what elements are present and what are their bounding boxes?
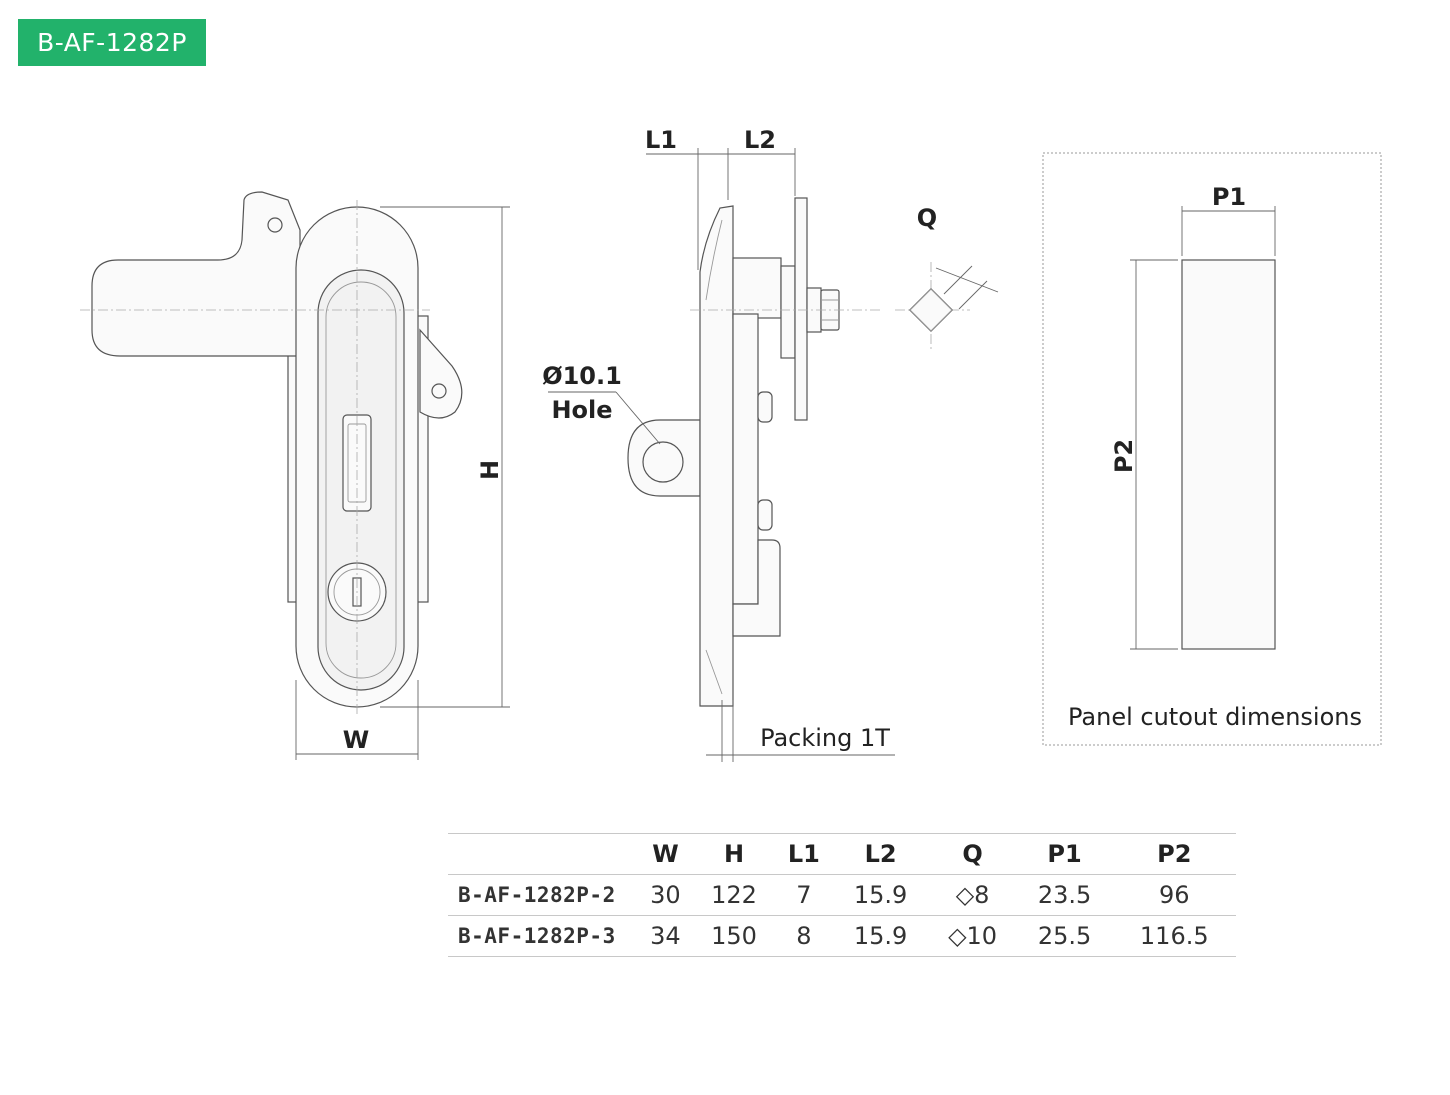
cell-p2: 116.5 xyxy=(1112,915,1236,957)
header-w: W xyxy=(638,833,693,875)
cell-h: 122 xyxy=(692,874,776,916)
side-upper-body xyxy=(732,257,782,319)
hole-diameter-label: Ø10.1 xyxy=(542,362,622,390)
cell-l2: 15.9 xyxy=(832,915,929,957)
square-drive-shape xyxy=(908,287,954,333)
table-row: B-AF-1282P-2 30 122 7 15.9 ◇8 23.5 96 xyxy=(448,874,1236,916)
front-left-tab xyxy=(91,191,301,357)
h-label: H xyxy=(476,460,504,480)
cell-w: 34 xyxy=(638,915,693,957)
cutout-rectangle xyxy=(1181,259,1276,650)
front-tab-hole xyxy=(267,217,283,233)
side-screw-2 xyxy=(757,499,773,531)
header-model xyxy=(448,833,638,875)
hole-label: Hole xyxy=(551,396,612,424)
packing-label: Packing 1T xyxy=(760,724,890,752)
header-p2: P2 xyxy=(1112,833,1236,875)
panel-cutout-view xyxy=(1042,152,1382,746)
header-l1: L1 xyxy=(775,833,833,875)
front-right-ear xyxy=(419,328,463,419)
header-p1: P1 xyxy=(1016,833,1113,875)
side-ring-hole xyxy=(642,441,684,483)
p2-label: P2 xyxy=(1110,439,1138,473)
spec-table-header: W H L1 L2 Q P1 P2 xyxy=(448,833,1236,875)
square-drive-view xyxy=(895,262,999,352)
w-label: W xyxy=(343,726,369,754)
side-screw-1 xyxy=(757,391,773,423)
cell-w: 30 xyxy=(638,874,693,916)
header-h: H xyxy=(692,833,776,875)
q-label: Q xyxy=(917,204,937,232)
row-model: B-AF-1282P-3 xyxy=(448,915,638,957)
header-q: Q xyxy=(928,833,1017,875)
product-title-badge: B-AF-1282P xyxy=(18,19,206,66)
panel-cutout-frame xyxy=(1042,152,1382,746)
side-bezel xyxy=(699,205,734,707)
cell-q: ◇10 xyxy=(928,915,1017,957)
p1-label: P1 xyxy=(1212,183,1246,211)
side-view xyxy=(548,148,895,762)
spec-table: W H L1 L2 Q P1 P2 B-AF-1282P-2 30 122 7 … xyxy=(448,833,1236,957)
l1-label: L1 xyxy=(645,126,677,154)
side-lower-body xyxy=(732,539,781,637)
l2-label: L2 xyxy=(744,126,776,154)
side-shaft xyxy=(780,265,796,359)
cell-p1: 25.5 xyxy=(1016,915,1113,957)
header-l2: L2 xyxy=(832,833,929,875)
cell-h: 150 xyxy=(692,915,776,957)
side-cam-plate xyxy=(794,197,808,421)
panel-cutout-caption: Panel cutout dimensions xyxy=(1068,703,1362,731)
cell-p1: 23.5 xyxy=(1016,874,1113,916)
front-view xyxy=(80,191,510,760)
side-main-body xyxy=(732,313,759,605)
cell-q: ◇8 xyxy=(928,874,1017,916)
row-model: B-AF-1282P-2 xyxy=(448,874,638,916)
cell-p2: 96 xyxy=(1112,874,1236,916)
table-row: B-AF-1282P-3 34 150 8 15.9 ◇10 25.5 116.… xyxy=(448,915,1236,957)
front-ear-hole xyxy=(431,383,447,399)
cell-l2: 15.9 xyxy=(832,874,929,916)
cell-l1: 8 xyxy=(775,915,833,957)
cell-l1: 7 xyxy=(775,874,833,916)
